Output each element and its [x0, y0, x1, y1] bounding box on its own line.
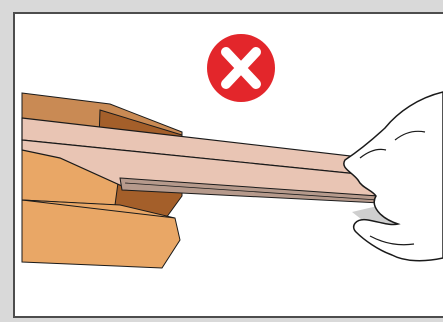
prohibited-x-icon [207, 34, 275, 102]
glove-outline [344, 92, 443, 261]
gloved-hand [344, 92, 443, 261]
